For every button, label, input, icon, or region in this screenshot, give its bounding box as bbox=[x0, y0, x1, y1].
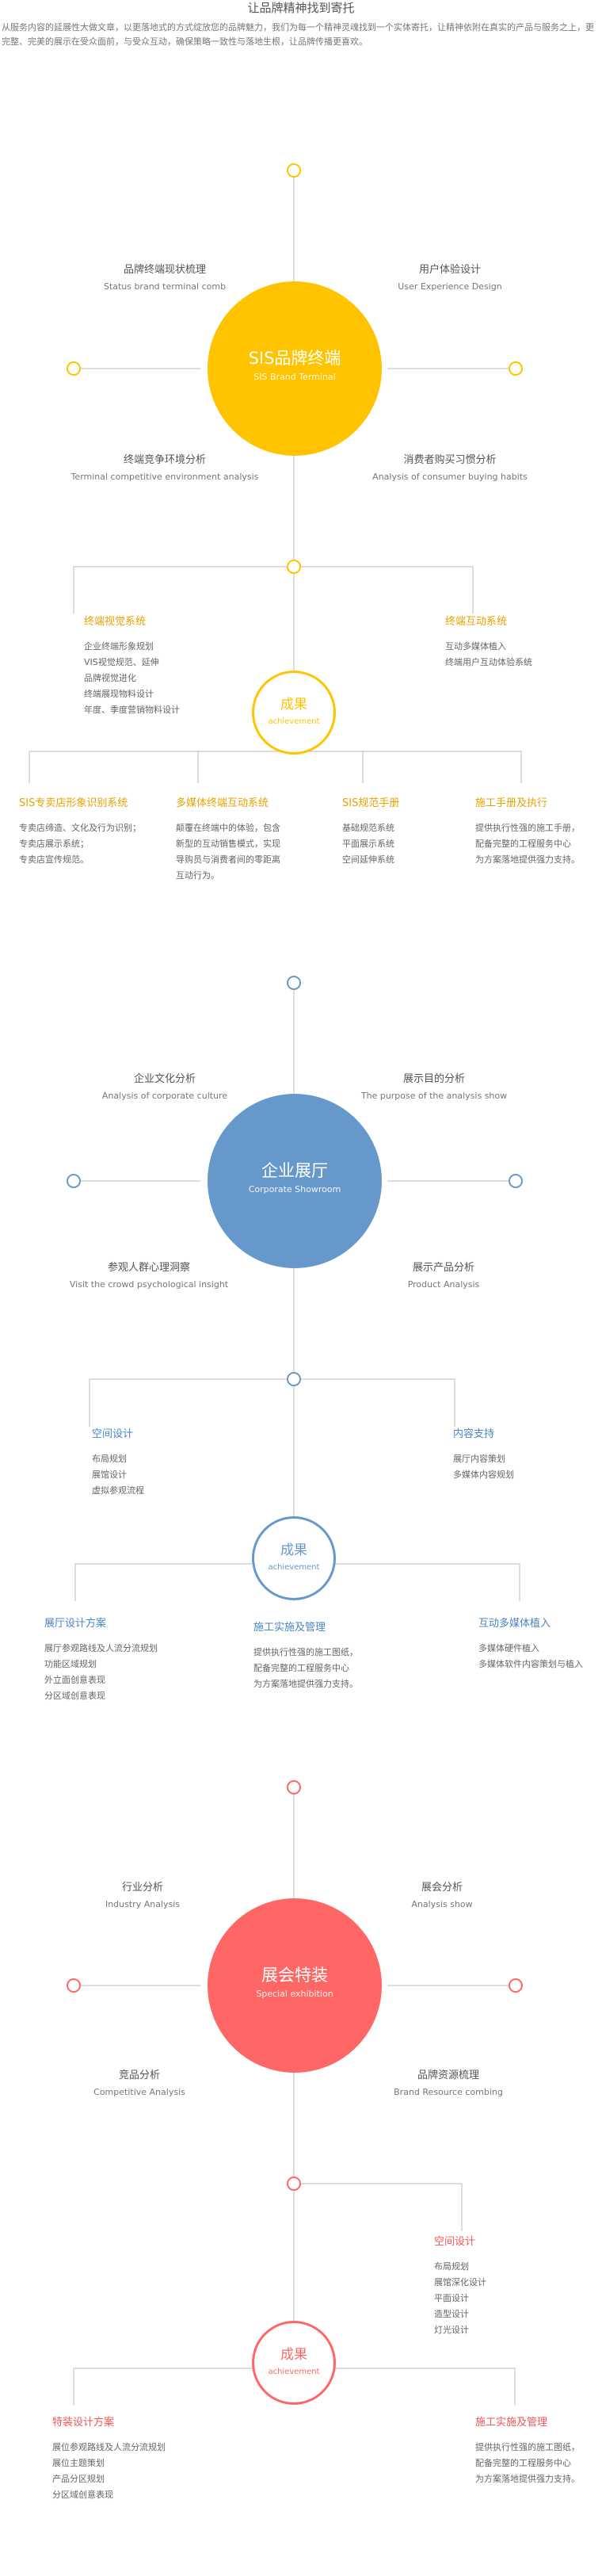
result-block: 施工实施及管理 提供执行性强的施工图纸， 配备完整的工程服务中心 为方案落地提供… bbox=[475, 2417, 580, 2484]
result-block: 施工实施及管理 提供执行性强的施工图纸， 配备完整的工程服务中心 为方案落地提供… bbox=[253, 1622, 358, 1689]
result-block: 多媒体终端互动系统 颠覆在终端中的体验，包含 新型的互动销售模式，实现 导购员与… bbox=[176, 797, 280, 881]
result-block: 互动多媒体植入 多媒体硬件植入 多媒体软件内容策划与植入 bbox=[478, 1618, 583, 1669]
result-block: 施工手册及执行 提供执行性强的施工手册， 配备完整的工程服务中心 为方案落地提供… bbox=[475, 797, 580, 865]
result-block: 空间设计 布局规划 展馆深化设计 平面设计 造型设计 灯光设计 bbox=[434, 2236, 486, 2335]
connector-lines bbox=[29, 163, 523, 783]
connector-lines bbox=[67, 976, 523, 1601]
result-block: 特装设计方案 展位参观路线及人流分流规划 展位主题策划 产品分区规划 分区域创意… bbox=[52, 2417, 166, 2500]
result-block: 空间设计 布局规划 展馆设计 虚拟参观流程 bbox=[92, 1428, 144, 1496]
result-block: 内容支持 展厅内容策划 多媒体内容规划 bbox=[453, 1428, 514, 1480]
result-block: 展厅设计方案 展厅参观路线及人流分流规划 功能区域规划 外立面创意表现 分区域创… bbox=[44, 1618, 158, 1701]
result-block: SIS专卖店形象识别系统 专卖店缔造、文化及行为识别； 专卖店展示系统； 专卖店… bbox=[19, 797, 141, 865]
page-title: 让品牌精神找到寄托 bbox=[247, 1, 355, 15]
result-block: SIS规范手册 基础规范系统 平面展示系统 空间延伸系统 bbox=[342, 797, 400, 865]
result-block: 终端互动系统 互动多媒体植入 终端用户互动体验系统 bbox=[445, 616, 532, 667]
intro-paragraph: 从服务内容的延展性大做文章，以更落地式的方式绽放您的品牌魅力，我们为每一个精神灵… bbox=[2, 22, 594, 47]
result-block: 终端视觉系统 企业终端形象规划 VIS视觉规范、延伸 品牌视觉进化 终端展现物料… bbox=[84, 616, 180, 715]
